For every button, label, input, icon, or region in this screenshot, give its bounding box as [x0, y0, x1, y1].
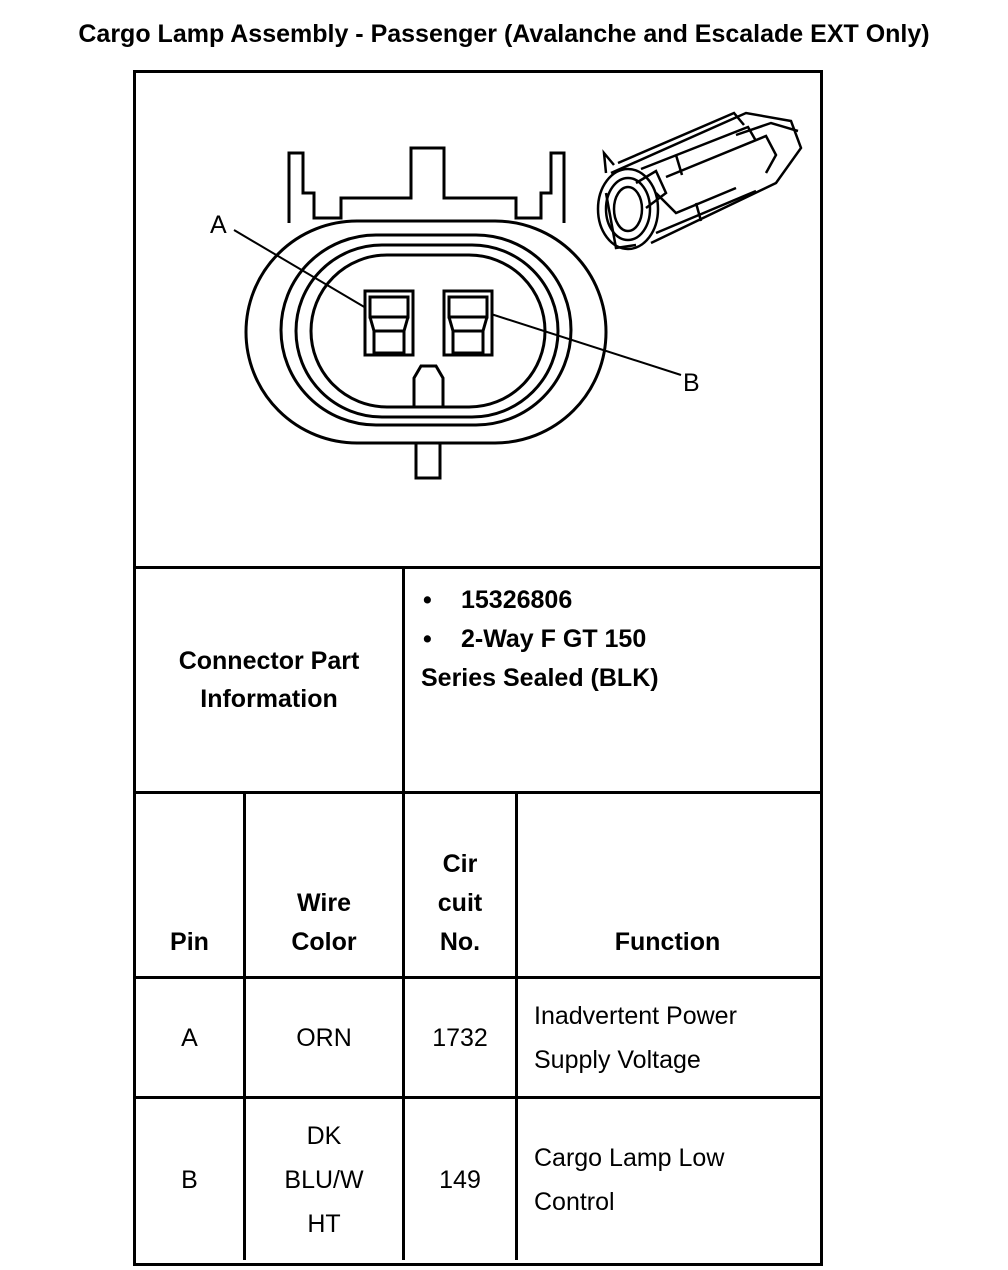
- row-b-pin: B: [181, 1165, 198, 1194]
- connector-description-bullet: •2-Way F GT 150: [423, 625, 647, 653]
- table-row-a-function-cell: Inadvertent Power Supply Voltage: [518, 979, 817, 1096]
- header-function: Function: [614, 928, 721, 956]
- connector-table-frame: [133, 70, 823, 1266]
- connector-description: 2-Way F GT 150: [461, 625, 647, 653]
- connector-diagram: A B: [210, 111, 803, 480]
- pin-label-a: A: [210, 211, 227, 239]
- pin-label-b: B: [683, 369, 700, 397]
- seal-ring-middle: [294, 243, 560, 419]
- table-row-b-circuit-cell: 149: [405, 1099, 515, 1260]
- header-wire-color-cell: Wire Color: [246, 794, 402, 976]
- leader-line-a: [233, 229, 367, 309]
- cavity-a: [363, 289, 415, 357]
- connector-info-label: Connector Part Information: [178, 647, 360, 713]
- table-row-a-circuit-cell: 1732: [405, 979, 515, 1096]
- part-number-bullet: •15326806: [423, 586, 573, 614]
- divider: [133, 791, 821, 794]
- header-function-cell: Function: [518, 794, 817, 976]
- connector-key: [412, 364, 445, 407]
- row-a-pin: A: [181, 1023, 198, 1052]
- table-row-b-pin-cell: B: [136, 1099, 243, 1260]
- header-pin-cell: Pin: [136, 794, 243, 976]
- divider: [515, 791, 518, 1260]
- page-title: Cargo Lamp Assembly - Passenger (Avalanc…: [78, 20, 930, 48]
- row-a-wire-color: ORN: [296, 1023, 352, 1052]
- row-a-function: Inadvertent Power Supply Voltage: [534, 1001, 737, 1074]
- connector-bottom-tab: [414, 443, 442, 480]
- table-row-b-wire-cell: DK BLU/W HT: [246, 1099, 402, 1260]
- table-row-a-wire-cell: ORN: [246, 979, 402, 1096]
- header-circuit-cell: Cir cuit No.: [405, 794, 515, 976]
- row-b-function: Cargo Lamp Low Control: [534, 1143, 725, 1216]
- divider: [243, 791, 246, 1260]
- part-number: 15326806: [461, 586, 573, 614]
- connector-body: [244, 219, 608, 445]
- connector-info-label-cell: Connector Part Information: [136, 569, 402, 791]
- seal-ring-inner: [309, 253, 547, 409]
- connector-info-value-cell: •15326806 •2-Way F GT 150 Series Sealed …: [405, 569, 817, 791]
- seal-ring-outer: [279, 233, 573, 427]
- header-wire-color: Wire Color: [291, 889, 357, 956]
- connector-3d-illustration: [596, 111, 803, 251]
- leader-line-b: [490, 313, 682, 376]
- table-row-b-function-cell: Cargo Lamp Low Control: [518, 1099, 817, 1260]
- divider: [133, 1096, 821, 1099]
- row-b-wire-color: DK BLU/W HT: [284, 1121, 364, 1238]
- table-row-a-pin-cell: A: [136, 979, 243, 1096]
- divider: [133, 566, 821, 569]
- header-circuit: Cir cuit No.: [437, 850, 483, 956]
- divider: [133, 976, 821, 979]
- divider: [402, 566, 405, 1260]
- header-pin: Pin: [170, 928, 209, 956]
- row-a-circuit: 1732: [432, 1023, 488, 1052]
- connector-latch: [287, 146, 566, 223]
- row-b-circuit: 149: [439, 1165, 481, 1194]
- cavity-b: [442, 289, 494, 357]
- connector-description-cont: Series Sealed (BLK): [421, 664, 659, 692]
